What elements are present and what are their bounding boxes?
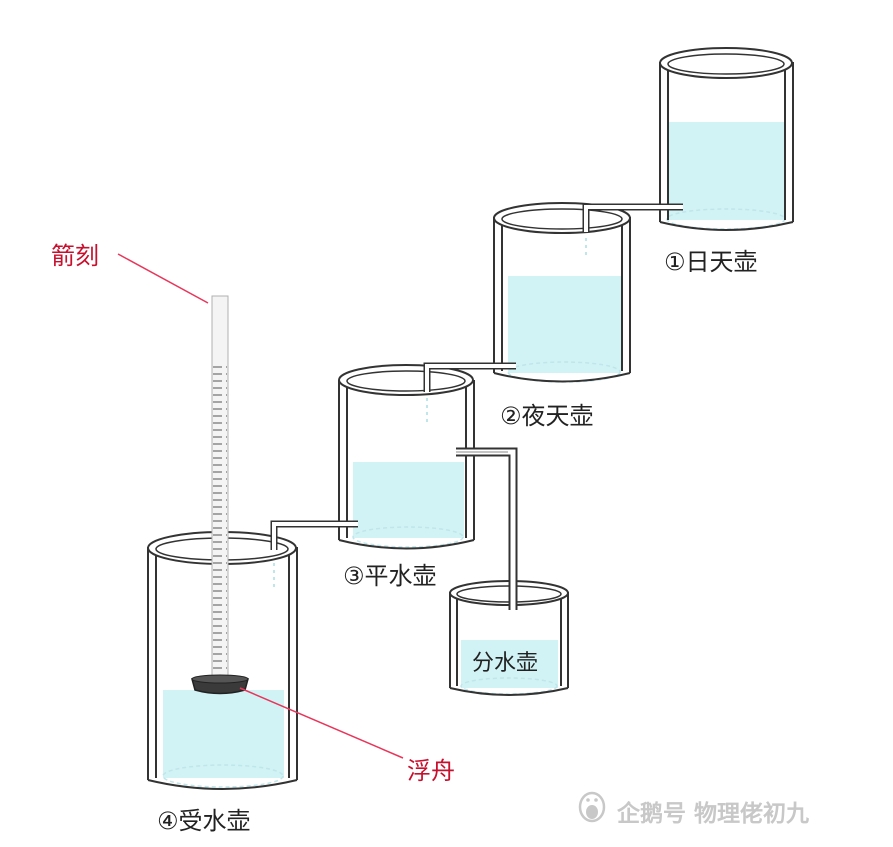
day-vessel-label: ①日天壶 — [664, 248, 758, 276]
receiver-vessel-water — [163, 690, 284, 778]
overflow-vessel-label: 分水壶 — [472, 651, 539, 676]
rod-annotation-label: 箭刻 — [51, 242, 99, 270]
float-annotation-label: 浮舟 — [407, 757, 455, 785]
rod-annotation-line — [117, 253, 209, 304]
penguin-logo-icon — [578, 791, 606, 823]
float-boat — [191, 674, 249, 695]
day-vessel-water — [667, 122, 785, 220]
night-vessel-label: ②夜天壶 — [500, 402, 594, 430]
day-vessel — [659, 47, 794, 231]
level-vessel-label: ③平水壶 — [343, 562, 437, 590]
night-vessel-water — [508, 276, 621, 373]
receiver-vessel — [147, 520, 298, 790]
float-annotation-line — [239, 687, 404, 759]
watermark-text: 企鹅号 物理佬初九 — [617, 801, 810, 827]
receiver-vessel-label: ④受水壶 — [157, 807, 251, 835]
overflow-vessel — [449, 580, 569, 696]
level-vessel — [338, 362, 475, 550]
graduated-rod — [211, 295, 229, 679]
pipe-level-to-overflow — [456, 447, 518, 610]
level-vessel-water — [353, 462, 464, 538]
overflow-vessel-water — [461, 640, 558, 688]
night-vessel — [493, 202, 631, 383]
